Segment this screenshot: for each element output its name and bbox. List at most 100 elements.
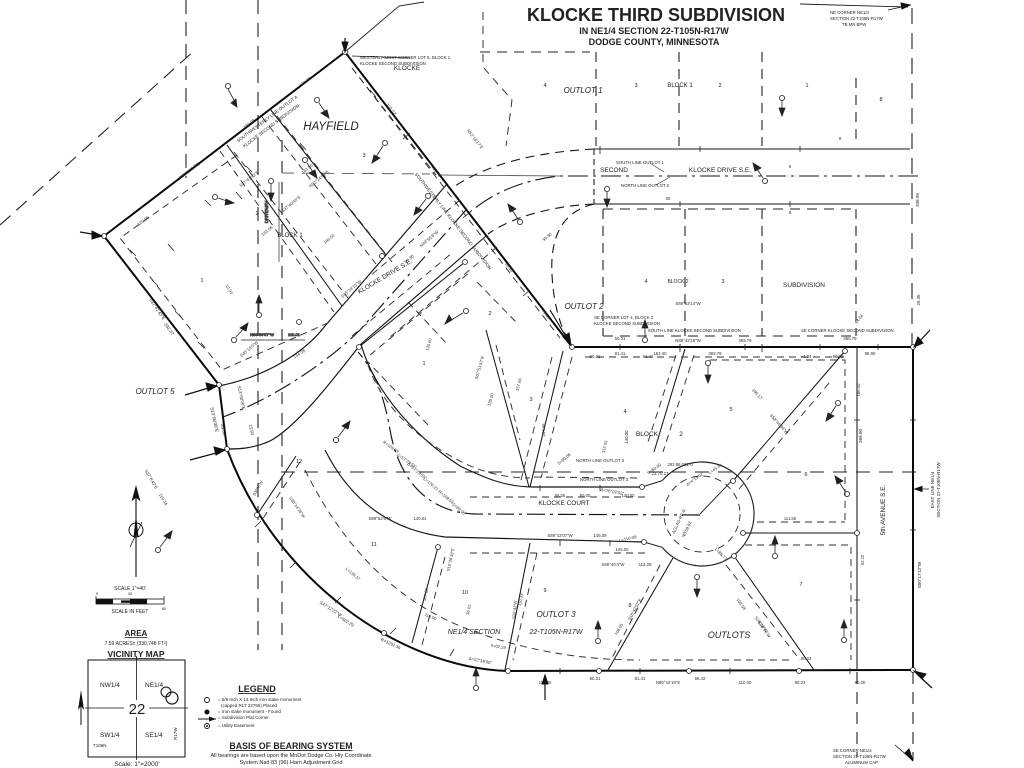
svg-text:135.00: 135.00 [424, 337, 433, 351]
svg-text:= 5/8 Inch X 14 Inch iron stak: = 5/8 Inch X 14 Inch iron stake monument [218, 697, 302, 702]
svg-text:157.66: 157.66 [515, 377, 523, 391]
svg-text:NE1/4: NE1/4 [145, 682, 163, 689]
svg-text:BLOCK 2: BLOCK 2 [667, 279, 688, 285]
svg-text:SUBDIVISION: SUBDIVISION [783, 282, 825, 289]
svg-text:369.79: 369.79 [708, 351, 722, 356]
svg-text:T106N: T106N [93, 743, 107, 748]
svg-text:NORTH LINE OUTLOT 3: NORTH LINE OUTLOT 3 [576, 458, 625, 463]
svg-text:3: 3 [362, 153, 365, 159]
svg-text:N89°59'57"W: N89°59'57"W [250, 332, 274, 337]
svg-text:7.59 ACRES± (330,748 FT²): 7.59 ACRES± (330,748 FT²) [105, 641, 168, 647]
svg-text:NORTH LINE OUTLOT 3: NORTH LINE OUTLOT 3 [580, 477, 629, 482]
svg-text:SE1/4: SE1/4 [145, 732, 163, 739]
svg-text:S18°42'32"E: S18°42'32"E [627, 597, 643, 621]
svg-text:Δ=22°16'00": Δ=22°16'00" [468, 656, 493, 666]
svg-text:165.17: 165.17 [751, 387, 764, 401]
svg-text:SECTION 22-T105N-R17W: SECTION 22-T105N-R17W [830, 16, 884, 21]
svg-text:SOUTH LINE OUTLOT 1: SOUTH LINE OUTLOT 1 [616, 160, 665, 165]
svg-text:KLOCKE: KLOCKE [394, 65, 421, 72]
svg-text:96.30: 96.30 [541, 231, 553, 242]
svg-text:S45°19'5"W: S45°19'5"W [239, 340, 259, 358]
svg-text:IN NE1/4 SECTION 22-T105N-R17W: IN NE1/4 SECTION 22-T105N-R17W [579, 26, 729, 36]
svg-text:S13°08'06"E: S13°08'06"E [209, 407, 219, 433]
svg-text:DODGE COUNTY, MINNESOTA: DODGE COUNTY, MINNESOTA [589, 37, 720, 47]
svg-text:SCALE IN FEET: SCALE IN FEET [112, 609, 149, 615]
svg-text:System Nad 83 (96) Harn Adjust: System Nad 83 (96) Harn Adjustment Grid [239, 760, 342, 766]
svg-text:2: 2 [488, 311, 491, 317]
svg-text:NORTH LINE OUTLOT 2: NORTH LINE OUTLOT 2 [621, 183, 670, 188]
svg-text:2: 2 [718, 83, 721, 89]
svg-text:332.37: 332.37 [163, 322, 175, 337]
svg-text:369.79: 369.79 [738, 338, 752, 343]
svg-text:26.35: 26.35 [916, 294, 921, 305]
svg-text:SCALE 1"=40': SCALE 1"=40' [114, 586, 146, 592]
svg-text:140.04: 140.04 [413, 516, 427, 521]
svg-text:23.93: 23.93 [248, 424, 255, 436]
svg-text:12.93: 12.93 [225, 283, 235, 295]
svg-text:EAST LINE NE1/4: EAST LINE NE1/4 [930, 471, 935, 508]
svg-text:6: 6 [804, 472, 807, 478]
svg-text:66.42: 66.42 [695, 676, 706, 681]
svg-text:OUTLOTS: OUTLOTS [708, 630, 751, 640]
svg-text:338.98: 338.98 [915, 193, 920, 207]
svg-text:(capped RLT 22755) Placed: (capped RLT 22755) Placed [221, 703, 277, 708]
svg-text:S37°40'45"E: S37°40'45"E [280, 194, 301, 213]
svg-text:SOUTHWESTERLY LINE OUTLOT A: SOUTHWESTERLY LINE OUTLOT A [236, 94, 299, 143]
svg-text:BASIS OF BEARING SYSTEM: BASIS OF BEARING SYSTEM [229, 741, 352, 751]
svg-text:DRIVEWAY: DRIVEWAY [264, 201, 269, 224]
svg-text:KLOCKE SECOND SUBDIVISION: KLOCKE SECOND SUBDIVISION [594, 321, 660, 326]
svg-text:50.01: 50.01 [615, 336, 626, 341]
svg-text:162.40: 162.40 [653, 351, 667, 356]
svg-text:60: 60 [666, 196, 671, 201]
svg-text:292.88.001-0: 292.88.001-0 [667, 462, 693, 467]
svg-text:All bearings are based upon th: All bearings are based upon the MnDot Do… [210, 753, 371, 759]
svg-text:TB MN BPW: TB MN BPW [842, 22, 867, 27]
svg-text:110.00: 110.00 [739, 680, 752, 685]
svg-text:110.33: 110.33 [517, 592, 524, 606]
svg-text:R17W: R17W [173, 727, 178, 740]
svg-text:S00°17'12"W: S00°17'12"W [917, 561, 922, 588]
svg-text:SECTION 22-T105N-R17W: SECTION 22-T105N-R17W [936, 462, 941, 518]
svg-text:81.41: 81.41 [643, 354, 654, 359]
svg-text:KLOCKE THIRD SUBDIVISION: KLOCKE THIRD SUBDIVISION [527, 5, 785, 25]
svg-text:368.00: 368.00 [858, 429, 863, 443]
svg-text:5th AVENUE S.E.: 5th AVENUE S.E. [880, 484, 887, 535]
svg-text:366.79: 366.79 [843, 336, 857, 341]
svg-text:3: 3 [721, 279, 724, 285]
svg-text:OUTLOT 5: OUTLOT 5 [135, 387, 175, 396]
svg-text:NW1/4: NW1/4 [100, 682, 120, 689]
svg-text:59.38: 59.38 [504, 261, 515, 273]
svg-text:OUTLOT 2: OUTLOT 2 [564, 302, 604, 311]
svg-text:130.00: 130.00 [621, 493, 635, 498]
svg-text:5+02.29: 5+02.29 [490, 643, 507, 651]
svg-text:L=139.37: L=139.37 [345, 566, 362, 582]
svg-text:108.05: 108.05 [613, 622, 624, 636]
svg-text:N52°18'17"E: N52°18'17"E [178, 161, 201, 180]
svg-text:N89°42'18"W: N89°42'18"W [675, 338, 702, 343]
svg-text:134.08: 134.08 [292, 348, 306, 360]
svg-text:ALUMINUM CAP: ALUMINUM CAP [845, 760, 878, 765]
svg-text:90.23: 90.23 [795, 680, 806, 685]
svg-text:BLOCK 1: BLOCK 1 [277, 233, 303, 239]
svg-text:R=169.59: R=169.59 [437, 489, 455, 505]
svg-text:S89°40'4"W: S89°40'4"W [602, 562, 626, 567]
svg-text:4: 4 [623, 409, 626, 415]
svg-text:8: 8 [628, 603, 631, 609]
svg-text:KLOCKE COURT: KLOCKE COURT [538, 500, 589, 507]
svg-text:81.41: 81.41 [615, 351, 626, 356]
svg-text:VICINITY MAP: VICINITY MAP [108, 649, 165, 659]
svg-text:145.00: 145.00 [615, 547, 629, 552]
svg-text:81.41: 81.41 [635, 676, 646, 681]
svg-text:NE CORNER NE1/4: NE CORNER NE1/4 [830, 10, 870, 15]
svg-text:S38°16'W: S38°16'W [754, 615, 769, 633]
svg-text:SW1/4: SW1/4 [100, 732, 120, 739]
svg-text:140.00: 140.00 [624, 430, 629, 444]
svg-text:SOUTH LINE KLOCKE SECOND SUBDI: SOUTH LINE KLOCKE SECOND SUBDIVISION [648, 328, 741, 333]
svg-text:22-T105N-R17W: 22-T105N-R17W [529, 629, 584, 636]
svg-text:96.90: 96.90 [833, 354, 844, 359]
svg-text:96.30: 96.30 [403, 253, 415, 264]
svg-text:8: 8 [789, 210, 792, 215]
svg-text:2: 2 [679, 431, 683, 438]
svg-text:7: 7 [799, 582, 802, 588]
svg-text:S37°41'43"E: S37°41'43"E [148, 297, 167, 321]
